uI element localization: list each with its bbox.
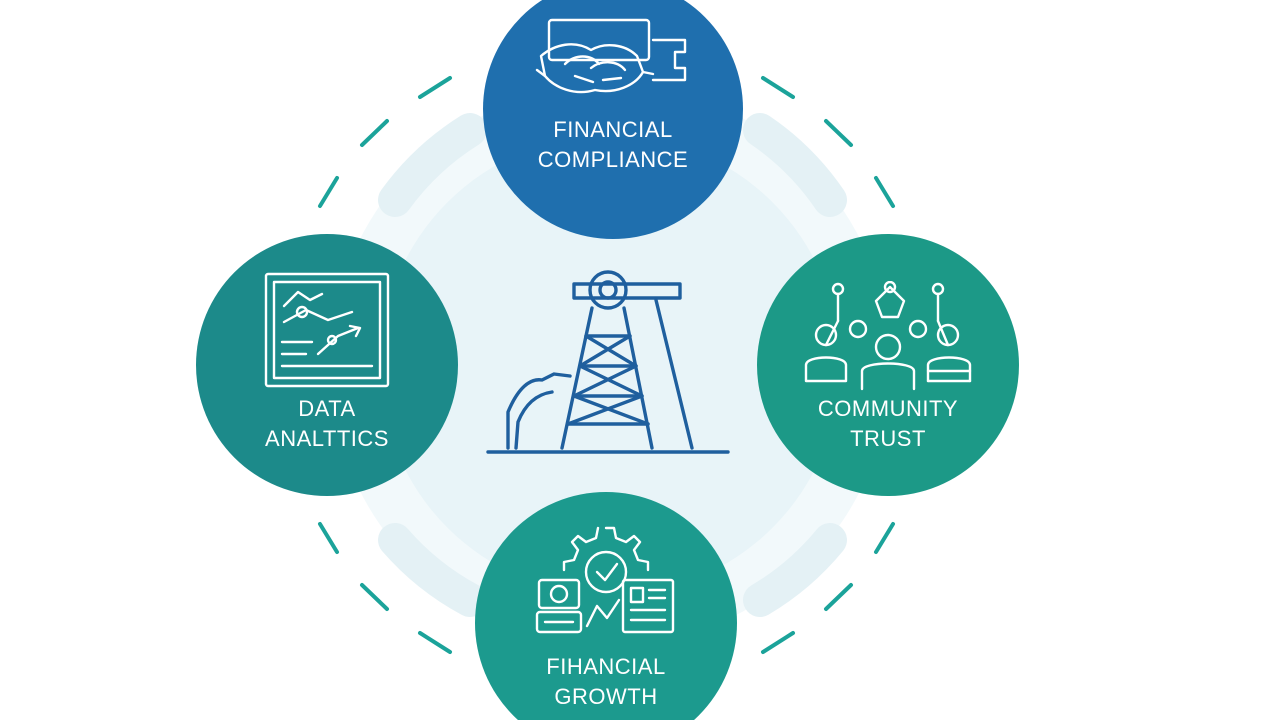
oil-derrick-icon [486,270,730,454]
label-line1: FINANCIAL [553,117,673,142]
node-label: FINANCIAL COMPLIANCE [483,115,743,175]
gear-growth-icon [535,526,675,634]
label-line1: DATA [298,396,356,421]
node-label: FIHANCIAL GROWTH [475,652,737,712]
label-line2: TRUST [850,426,926,451]
halo-arc [743,523,847,617]
people-network-icon [804,281,972,391]
label-line1: FIHANCIAL [546,654,666,679]
node-label: COMMUNITY TRUST [757,394,1019,454]
node-financial-growth: FIHANCIAL GROWTH [475,492,737,720]
handshake-document-icon [535,18,687,94]
node-financial-compliance: FINANCIAL COMPLIANCE [483,0,743,239]
label-line1: COMMUNITY [817,396,959,421]
dashed-ring [318,76,895,654]
node-label: DATA ANALTTICS [196,394,458,454]
label-line2: COMPLIANCE [537,147,689,172]
chart-board-icon [264,272,390,388]
node-community-trust: COMMUNITY TRUST [757,234,1019,496]
label-line2: GROWTH [554,684,658,709]
node-data-analytics: DATA ANALTTICS [196,234,458,496]
label-line2: ANALTTICS [265,426,389,451]
halo-arc [378,523,487,617]
halo-arc [743,113,847,217]
halo-arc [378,113,487,217]
